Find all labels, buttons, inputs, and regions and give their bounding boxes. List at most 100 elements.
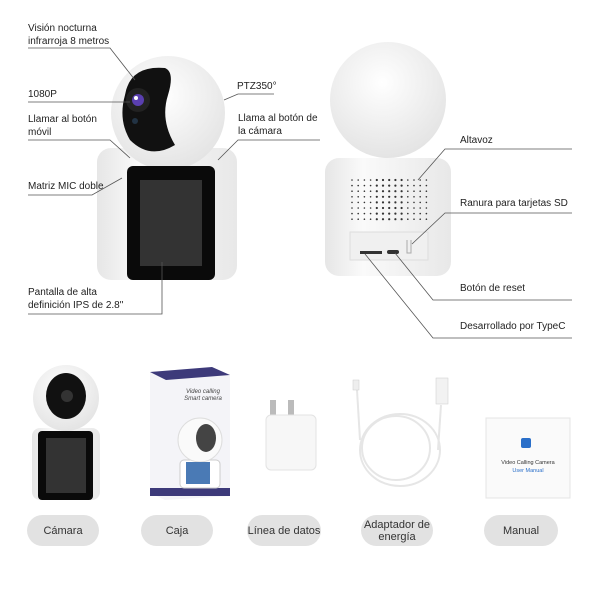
- speaker-hole: [357, 201, 360, 204]
- speaker-hole: [357, 184, 360, 187]
- speaker-hole: [388, 184, 391, 187]
- speaker-hole: [363, 207, 366, 209]
- item-label: Manual: [502, 524, 540, 537]
- speaker-hole: [363, 218, 366, 220]
- front-camera: [97, 56, 237, 280]
- speaker-hole: [413, 218, 415, 220]
- speaker-hole: [419, 218, 422, 220]
- manual-subtitle: User Manual: [512, 468, 544, 474]
- speaker-hole: [363, 196, 366, 198]
- speaker-hole: [375, 190, 378, 193]
- speaker-hole: [357, 190, 360, 192]
- speaker-hole: [357, 196, 360, 198]
- speaker-hole: [369, 218, 372, 220]
- speaker-hole: [425, 201, 428, 204]
- speaker-hole: [363, 201, 366, 204]
- speaker-hole: [369, 179, 372, 181]
- item-label: Caja: [165, 524, 189, 537]
- package-camera: [32, 365, 100, 500]
- package-charger: [265, 400, 317, 471]
- speaker-hole: [407, 218, 409, 220]
- speaker-hole: [419, 201, 422, 204]
- speaker-hole: [400, 195, 403, 198]
- speaker-hole: [357, 212, 360, 215]
- speaker-hole: [375, 206, 378, 210]
- speaker-hole: [394, 218, 397, 221]
- speaker-hole: [351, 207, 353, 209]
- speaker-hole: [400, 218, 403, 221]
- speaker-hole: [369, 196, 372, 198]
- speaker-hole: [425, 207, 428, 209]
- manual-title: Video Calling Camera: [501, 460, 555, 466]
- speaker-hole: [381, 178, 385, 182]
- speaker-hole: [375, 212, 378, 215]
- speaker-hole: [375, 184, 378, 187]
- item-pill-power-adapter: Adaptador de energía: [361, 515, 433, 546]
- speaker-hole: [388, 218, 391, 221]
- label-speaker: Altavoz: [460, 135, 493, 146]
- speaker-hole: [419, 184, 422, 187]
- speaker-hole: [413, 184, 415, 187]
- speaker-hole: [413, 190, 415, 192]
- speaker-hole: [388, 195, 391, 198]
- speaker-hole: [369, 207, 372, 209]
- speaker-hole: [369, 190, 372, 192]
- speaker-grille: [351, 178, 428, 221]
- speaker-hole: [407, 212, 409, 215]
- speaker-hole: [375, 201, 378, 204]
- label-resolution: 1080P: [28, 89, 57, 100]
- speaker-hole: [381, 201, 385, 204]
- item-pill-data-cable: Línea de datos: [247, 515, 321, 546]
- label-reset: Botón de reset: [460, 283, 526, 294]
- speaker-hole: [407, 184, 409, 187]
- speaker-hole: [419, 212, 422, 215]
- speaker-hole: [413, 212, 415, 215]
- speaker-hole: [369, 184, 372, 187]
- callout-lines: [28, 47, 572, 339]
- speaker-hole: [381, 218, 385, 221]
- speaker-hole: [400, 178, 403, 182]
- speaker-hole: [388, 190, 391, 193]
- item-pill-camera: Cámara: [27, 515, 99, 546]
- speaker-hole: [381, 206, 385, 210]
- speaker-hole: [400, 212, 403, 215]
- speaker-hole: [425, 179, 428, 181]
- speaker-hole: [357, 179, 360, 181]
- speaker-hole: [351, 212, 353, 215]
- item-pill-manual: Manual: [484, 515, 558, 546]
- speaker-hole: [413, 179, 415, 181]
- speaker-hole: [351, 218, 353, 220]
- speaker-hole: [407, 207, 409, 209]
- speaker-hole: [375, 195, 378, 198]
- speaker-hole: [357, 207, 360, 209]
- speaker-hole: [388, 201, 391, 204]
- speaker-hole: [400, 201, 403, 204]
- label-dual-mic: Matriz MIC doble: [28, 181, 104, 192]
- speaker-hole: [394, 212, 397, 215]
- item-label: Adaptador de energía: [363, 518, 431, 543]
- speaker-hole: [407, 190, 409, 192]
- speaker-hole: [394, 178, 397, 182]
- item-label: Cámara: [43, 524, 83, 537]
- speaker-hole: [363, 212, 366, 215]
- speaker-hole: [425, 190, 428, 192]
- label-ptz: PTZ350°: [237, 81, 277, 92]
- speaker-hole: [351, 190, 353, 192]
- speaker-hole: [419, 179, 422, 181]
- speaker-hole: [413, 196, 415, 198]
- speaker-hole: [400, 184, 403, 187]
- speaker-hole: [413, 201, 415, 204]
- speaker-hole: [351, 196, 353, 198]
- speaker-hole: [407, 179, 409, 181]
- box-print-text: Video calling Smart camera: [184, 389, 222, 402]
- package-manual: [485, 417, 571, 499]
- speaker-hole: [388, 178, 391, 182]
- speaker-hole: [419, 196, 422, 198]
- speaker-hole: [381, 195, 385, 198]
- speaker-hole: [369, 201, 372, 204]
- speaker-hole: [419, 207, 422, 209]
- speaker-hole: [363, 179, 366, 181]
- item-pill-box: Caja: [141, 515, 213, 546]
